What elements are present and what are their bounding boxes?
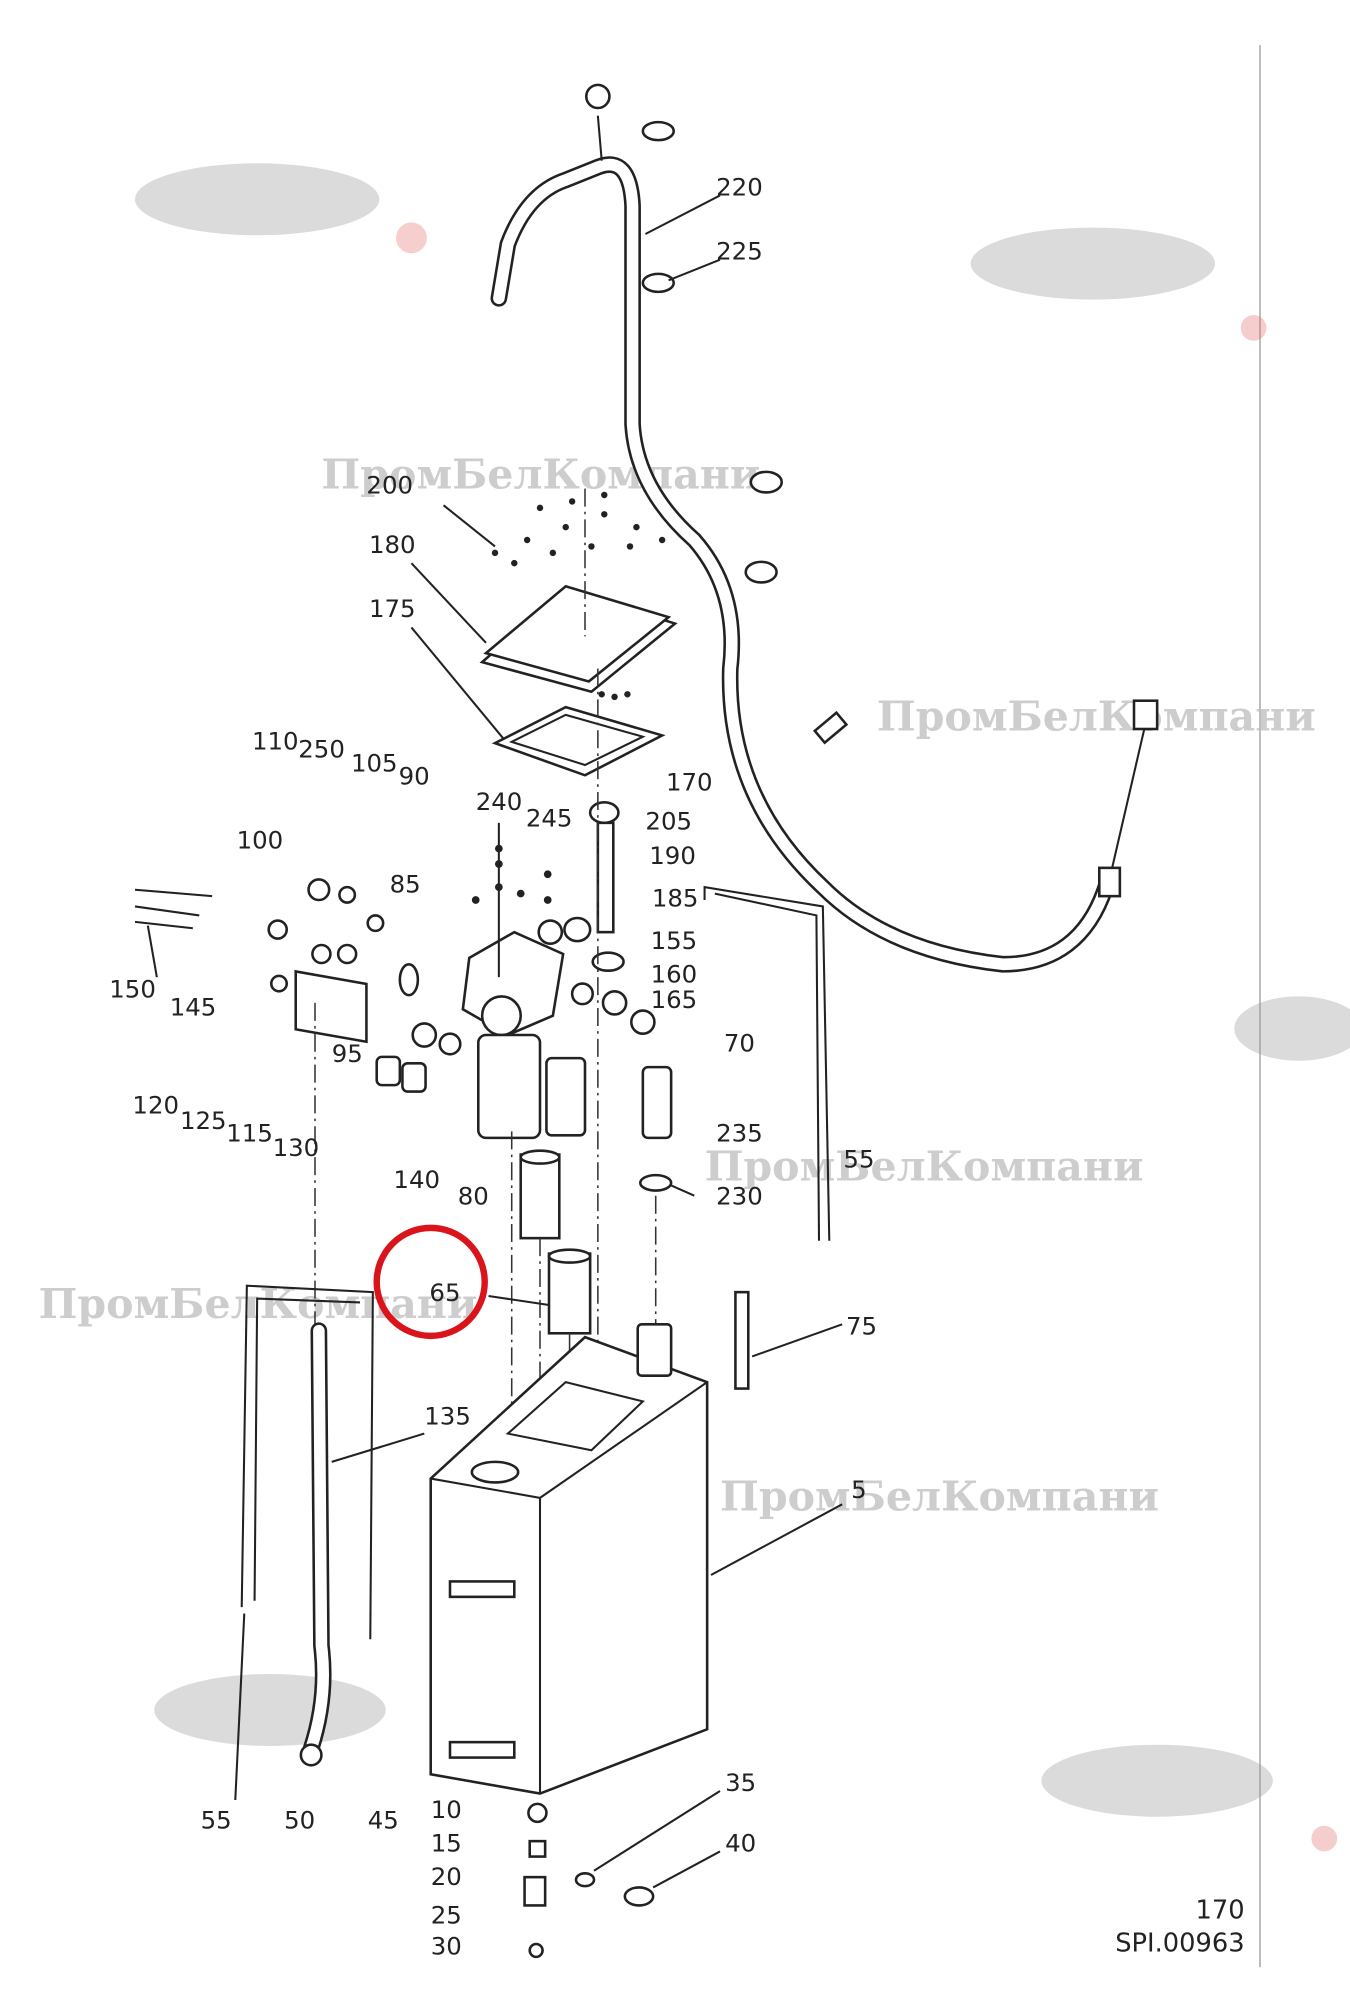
callout-70: 70 [724,1029,755,1058]
callout-155: 155 [651,926,698,955]
callout-100: 100 [237,826,284,855]
callout-205: 205 [645,806,692,835]
callout-245: 245 [526,804,573,833]
callout-220: 220 [716,172,763,201]
pipe-220 [490,83,1159,973]
callout-85: 85 [390,869,421,898]
tank-5 [429,1290,750,1959]
callout-105: 105 [351,748,398,777]
callout-160: 160 [651,959,698,988]
callout-190: 190 [649,841,696,870]
callout-115: 115 [226,1119,273,1148]
watermark: ПромБелКомпани [705,1141,1144,1190]
callout-45: 45 [368,1805,399,1834]
cover-plates [479,488,678,777]
callout-20: 20 [431,1862,462,1891]
callout-80: 80 [458,1182,489,1211]
hose-135 [240,885,831,1767]
callout-145: 145 [170,993,217,1022]
callout-15: 15 [431,1828,462,1857]
callout-225: 225 [716,237,763,266]
callout-200: 200 [366,471,413,500]
callout-10: 10 [431,1795,462,1824]
callout-30: 30 [431,1931,462,1960]
drawing-code: SPI.00963 [1115,1929,1244,1959]
callout-40: 40 [725,1828,756,1857]
callout-250: 250 [298,734,345,763]
callout-130: 130 [273,1133,320,1162]
callout-240: 240 [476,787,523,816]
filter-elements [314,668,599,1428]
callout-55: 55 [843,1144,874,1173]
callout-185: 185 [652,883,699,912]
callout-55: 55 [201,1805,232,1834]
callout-labels: 220 225 200 180 175 110 250 105 90 100 8… [109,172,877,1960]
callout-165: 165 [651,985,698,1014]
callout-125: 125 [180,1106,227,1135]
callout-35: 35 [725,1768,756,1797]
watermark: ПромБелКомпани [321,450,760,499]
callout-25: 25 [431,1900,462,1929]
callout-90: 90 [399,761,430,790]
callout-230: 230 [716,1182,763,1211]
watermark: ПромБелКомпани [720,1472,1159,1521]
callout-65: 65 [429,1278,460,1307]
callout-175: 175 [369,594,416,623]
callout-5: 5 [851,1475,867,1504]
callout-150: 150 [109,975,156,1004]
leader-lines [146,194,843,1889]
filter-head-assembly [134,822,656,1140]
callout-235: 235 [716,1119,763,1148]
callout-75: 75 [846,1312,877,1341]
callout-110: 110 [252,727,299,756]
highlight-circle [373,1224,488,1340]
callout-135: 135 [424,1402,471,1431]
watermark: ПромБелКомпани [877,691,1316,740]
page-number: 170 [1196,1895,1245,1925]
callout-170: 170 [666,768,713,797]
callout-180: 180 [369,530,416,559]
callout-50: 50 [284,1805,315,1834]
callout-120: 120 [132,1090,179,1119]
callout-95: 95 [332,1039,363,1068]
watermark-logos [135,163,1350,1852]
gauge-and-breather [588,801,673,1325]
callout-140: 140 [393,1165,440,1194]
